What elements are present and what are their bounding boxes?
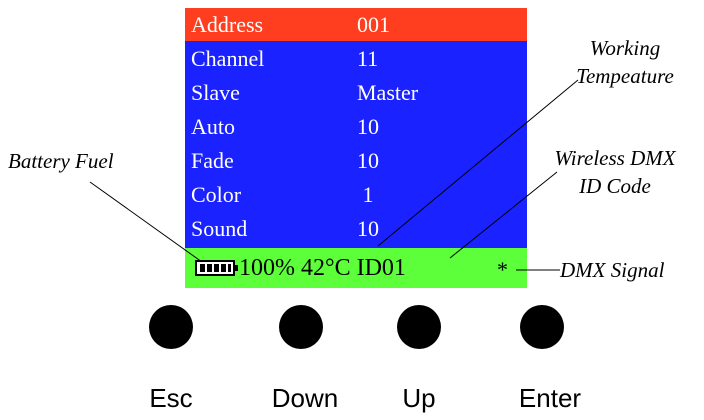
callout-text: Tempeature [576,64,674,88]
enter-button-label: Enter [518,383,582,413]
esc-button[interactable] [149,305,193,349]
status-readout: 100% 42°C ID01 [239,248,406,288]
menu-value: 001 [357,12,390,37]
menu-label: Fade [191,148,234,173]
menu-value: Master [357,80,419,105]
menu-value: 10 [357,148,379,173]
up-button[interactable] [397,305,441,349]
menu-value: 10 [357,114,379,139]
down-button[interactable] [279,305,323,349]
lcd-screen: Address 001 Channel 11 Slave Master Auto… [185,8,527,288]
menu-label: Address [191,12,264,37]
callout-dmx-signal: DMX Signal [560,258,665,282]
enter-button[interactable] [520,305,564,349]
menu-value: 1 [357,182,374,207]
menu-row-sound[interactable]: Sound 10 [185,212,527,245]
menu-row-fade[interactable]: Fade 10 [185,144,527,177]
esc-button-label: Esc [149,383,193,413]
battery-level: 100% [239,255,295,281]
battery-icon [195,260,238,276]
callout-text: Wireless DMX [554,146,676,170]
menu-row-slave[interactable]: Slave Master [185,76,527,109]
menu-row-auto[interactable]: Auto 10 [185,110,527,143]
down-button-label: Down [271,383,339,413]
menu-row-color[interactable]: Color 1 [185,178,527,211]
callout-battery-fuel: Battery Fuel [8,149,114,173]
menu-value: 11 [357,46,379,71]
temperature-readout: 42°C [301,255,351,281]
menu-label: Slave [191,80,240,105]
dmx-id: ID01 [356,255,406,281]
menu-row-channel[interactable]: Channel 11 [185,42,527,75]
up-button-label: Up [402,383,436,413]
menu-value: 10 [357,216,379,241]
dmx-signal-indicator: * [497,257,508,282]
menu-label: Sound [191,216,248,241]
menu-row-address[interactable]: Address 001 [185,8,527,41]
callout-text: Working [589,36,661,60]
callout-working-temperature: Working Tempeature [545,34,704,90]
menu-label: Channel [191,46,265,71]
callout-wireless-dmx: Wireless DMX ID Code [530,144,700,200]
menu-label: Auto [191,114,235,139]
status-bar: 100% 42°C ID01 * [185,248,527,288]
callout-text: ID Code [579,174,651,198]
menu-label: Color [191,182,242,207]
